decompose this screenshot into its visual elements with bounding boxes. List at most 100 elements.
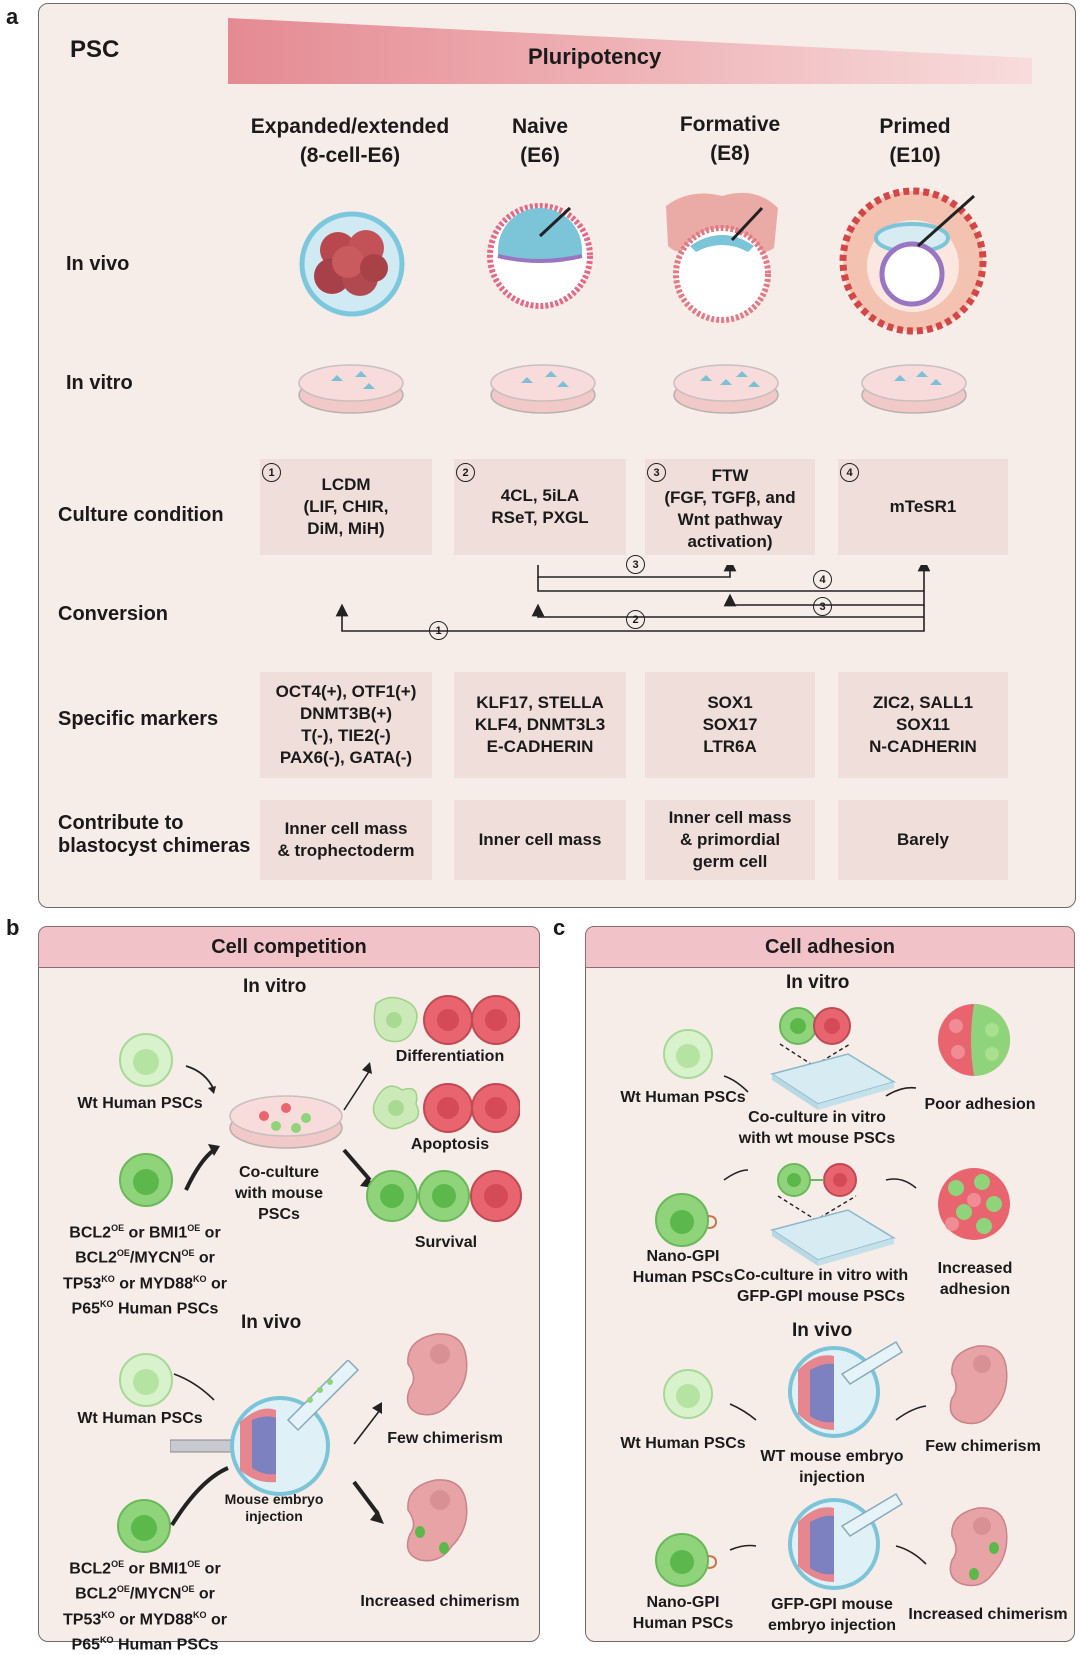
- stage-day: (E8): [710, 142, 750, 165]
- m-t: or: [194, 1249, 215, 1267]
- chimera-line: Barely: [897, 830, 949, 849]
- m-t: or MYD88: [114, 1274, 194, 1292]
- c-plate-2-icon: [770, 1163, 896, 1266]
- nano-line: Nano-GPI: [646, 1248, 720, 1265]
- c-wt-label: Wt Human PSCs: [620, 1089, 746, 1106]
- m-t: BCL2: [75, 1585, 117, 1603]
- embryo-naive-icon: [487, 203, 593, 309]
- b-survival-label: Survival: [414, 1234, 478, 1251]
- stage-primed: Primed (E10): [835, 112, 995, 170]
- markers-box-4: ZIC2, SALL1 SOX11 N-CADHERIN: [838, 672, 1008, 778]
- c-wt-cell-icon: [663, 1029, 713, 1079]
- panel-c-header: Cell adhesion: [585, 926, 1075, 968]
- row-markers: Specific markers: [58, 708, 219, 730]
- m-t: or: [200, 1560, 221, 1578]
- b-differentiation-cells-icon: [373, 995, 520, 1045]
- culture-line: 4CL, 5iLA: [500, 486, 580, 505]
- gi-line: embryo injection: [767, 1617, 897, 1634]
- b-arrows-icon: [184, 1065, 220, 1191]
- stage-expanded: Expanded/extended (8-cell-E6): [230, 112, 470, 170]
- culture-line: RSeT, PXGL: [491, 508, 589, 527]
- stage-name: Expanded/extended: [250, 115, 450, 138]
- chimera-box-3: Inner cell mass & primordial germ cell: [645, 800, 815, 880]
- b-mutant-label-2: BCL2OE or BMI1OE or BCL2OE/MYCNOE or TP5…: [50, 1554, 240, 1655]
- c-in-vivo: In vivo: [792, 1320, 853, 1341]
- c-in-vitro: In vitro: [786, 972, 850, 993]
- c-fetus-increased-icon: [949, 1507, 1008, 1587]
- culture-box-2: 4CL, 5iLA RSeT, PXGL: [454, 459, 626, 555]
- panel-a-letter: a: [6, 4, 19, 29]
- chimera-line: germ cell: [692, 852, 768, 871]
- pluripotency-gradient: [228, 18, 1032, 84]
- c-plate-1-icon: [770, 1007, 896, 1110]
- b-apoptosis-cells-icon: [372, 1083, 520, 1133]
- culture-line: FTW: [711, 466, 749, 485]
- c-gfp-injection-label: GFP-GPI mouse embryo injection: [752, 1594, 912, 1636]
- b-fetus-few-icon: [406, 1333, 468, 1416]
- row-in-vitro: In vitro: [66, 372, 133, 394]
- chimera-line: Inner cell mass: [668, 808, 792, 827]
- stage-day: (E10): [889, 144, 941, 167]
- markers-box-3: SOX1 SOX17 LTR6A: [645, 672, 815, 778]
- m-s: OE: [181, 1248, 195, 1259]
- culture-num-2: 2: [456, 463, 475, 482]
- b-coculture-dish-icon: [229, 1095, 343, 1149]
- panel-b-header: Cell competition: [38, 926, 540, 968]
- stage-name: Primed: [879, 115, 951, 138]
- b-differentiation-label: Differentiation: [395, 1048, 505, 1065]
- c-wt-label-2: Wt Human PSCs: [620, 1435, 746, 1452]
- culture-line: (FGF, TGFβ, and: [664, 488, 796, 507]
- m-s: KO: [101, 1273, 115, 1284]
- culture-line: LCDM: [321, 475, 371, 494]
- wi-line: WT mouse embryo: [760, 1448, 904, 1465]
- culture-box-1: LCDM (LIF, CHIR, DiM, MiH): [260, 459, 432, 555]
- c-vivo-arrows-icon: [729, 1403, 927, 1565]
- c-wt-cell-2-icon: [663, 1369, 713, 1419]
- m-s: OE: [111, 1559, 125, 1569]
- ia-line: adhesion: [939, 1281, 1011, 1298]
- c-increased-adhesion-cluster-icon: [938, 1168, 1010, 1240]
- marker-line: T(-), TIE2(-): [301, 726, 391, 745]
- row-conversion: Conversion: [58, 603, 169, 625]
- b-mutant-cell-icon: [119, 1153, 173, 1207]
- marker-line: ZIC2, SALL1: [872, 693, 974, 712]
- marker-line: LTR6A: [703, 737, 757, 756]
- chimera-box-1: Inner cell mass & trophectoderm: [260, 800, 432, 880]
- culture-line: activation): [687, 532, 773, 551]
- c-poor-adhesion-label: Poor adhesion: [924, 1096, 1036, 1113]
- panel-b-letter: b: [6, 915, 20, 940]
- b-wt-cell-icon: [119, 1033, 173, 1087]
- stage-name: Formative: [679, 113, 781, 136]
- wi-line: injection: [799, 1469, 865, 1486]
- c-wt-embryo-icon: [788, 1340, 904, 1438]
- m-t: or: [206, 1610, 227, 1628]
- c-wt-injection-label: WT mouse embryo injection: [752, 1446, 912, 1488]
- markers-box-2: KLF17, STELLA KLF4, DNMT3L3 E-CADHERIN: [454, 672, 626, 778]
- marker-line: PAX6(-), GATA(-): [279, 748, 413, 767]
- culture-num-1: 1: [262, 463, 281, 482]
- m-t: BCL2: [75, 1249, 117, 1267]
- conversion-num: 1: [429, 621, 448, 640]
- m-t: Human PSCs: [113, 1300, 219, 1318]
- panel-c-letter: c: [553, 915, 566, 940]
- m-t: TP53: [63, 1610, 102, 1628]
- pluripotency-label: Pluripotency: [528, 44, 662, 69]
- marker-line: KLF17, STELLA: [476, 693, 604, 712]
- c-nano-cell-2-icon: [655, 1533, 718, 1587]
- culture-line: (LIF, CHIR,: [303, 497, 389, 516]
- chimera-box-4: Barely: [838, 800, 1008, 880]
- nano-line: Nano-GPI: [646, 1594, 720, 1611]
- c-increased-chimerism-label: Increased chimerism: [908, 1606, 1068, 1623]
- chimera-line: Inner cell mass: [284, 819, 408, 838]
- chimera-line: & primordial: [679, 830, 781, 849]
- inj-line: Mouse embryo: [224, 1491, 324, 1507]
- b-increased-chimerism-label: Increased chimerism: [360, 1593, 520, 1610]
- m-s: OE: [111, 1223, 125, 1233]
- conversion-num: 4: [813, 570, 832, 589]
- cc-line: Co-culture in vitro: [748, 1109, 886, 1126]
- c-few-chimerism-label: Few chimerism: [925, 1438, 1041, 1455]
- m-t: or BMI1: [124, 1560, 188, 1578]
- c-fetus-few-icon: [949, 1345, 1008, 1425]
- m-t: TP53: [63, 1274, 102, 1292]
- ia-line: Increased: [937, 1260, 1013, 1277]
